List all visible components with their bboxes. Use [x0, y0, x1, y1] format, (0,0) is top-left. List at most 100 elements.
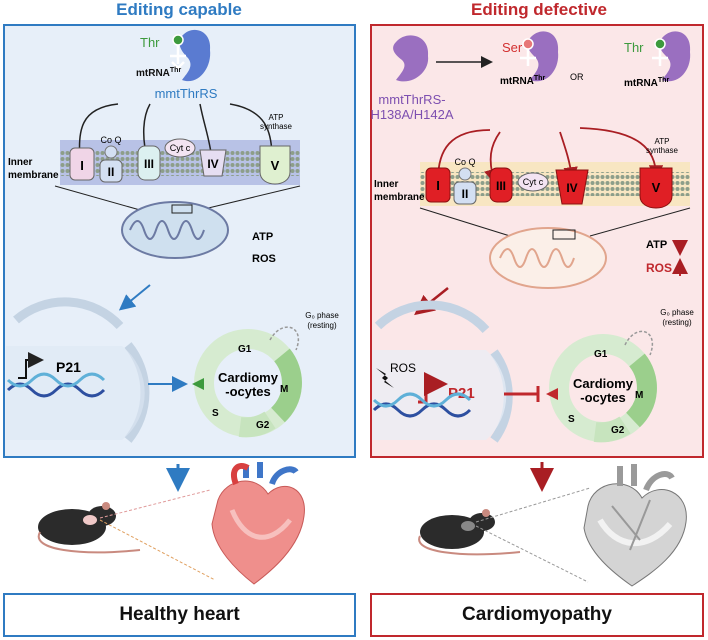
complex-i-label: I	[80, 158, 84, 173]
inner-membrane-label-2: membrane	[8, 170, 59, 181]
svg-text:mtRNAThr: mtRNAThr	[500, 75, 545, 87]
cytc-label-right: Cyt c	[523, 177, 544, 187]
right-ros-label: ROS	[646, 261, 672, 275]
left-g0-resting: (resting)	[307, 321, 337, 330]
mutant-enzyme-label-2: H138A/H142A	[370, 107, 453, 122]
right-atp-label: ATP	[646, 239, 667, 251]
complex-iv-label: IV	[207, 157, 218, 171]
lightning-icon	[376, 368, 394, 388]
right-phase-m: M	[635, 390, 643, 401]
svg-text:mtRNAThr: mtRNAThr	[136, 67, 181, 79]
complex-v-mutant-label: V	[652, 180, 661, 195]
inner-membrane-label-1: Inner	[8, 157, 33, 168]
coq-icon	[104, 145, 118, 159]
right-phase-g2: G2	[611, 425, 625, 436]
inner-membrane-right-2: membrane	[374, 192, 425, 203]
left-p21-label: P21	[56, 359, 81, 375]
complex-v-mutant	[639, 167, 673, 209]
right-nucleus: ROS P21	[372, 300, 540, 443]
header-editing-defective: Editing defective	[470, 0, 608, 19]
svg-text:Cardiomy-ocytes: Cardiomy-ocytes	[218, 370, 279, 399]
right-trna-sup-2: Thr	[658, 77, 670, 84]
thr-label-right: Thr	[624, 40, 644, 55]
complex-ii-mutant-label: II	[462, 187, 469, 201]
atp-synthase-right-2: synthase	[646, 146, 679, 155]
cytc-label: Cyt c	[170, 143, 191, 153]
atp-synthase-label-1: ATP	[269, 113, 284, 122]
ros-stress-label: ROS	[390, 361, 416, 375]
left-cardiomyocytes-1: Cardiomy	[218, 370, 279, 385]
right-cardiomyocytes-2: -ocytes	[580, 390, 626, 405]
complex-iv	[199, 149, 227, 177]
right-trna-label-2: mtRNA	[624, 78, 658, 89]
left-g0-phase: G₀ phase	[305, 311, 339, 320]
svg-text:G₀ phase(resting): G₀ phase(resting)	[660, 308, 694, 327]
complex-v	[259, 145, 291, 185]
complex-iv-mutant	[555, 169, 589, 205]
svg-text:mmtThrRS-H138A/H142A: mmtThrRS-H138A/H142A	[370, 92, 453, 122]
cytc-icon	[164, 138, 196, 158]
right-cardiomyocytes-1: Cardiomy	[573, 376, 634, 391]
right-phase-s: S	[568, 414, 575, 425]
mmtthrrs-mutant-enzyme-shape	[393, 35, 429, 82]
coq-label: Co Q	[100, 135, 121, 145]
right-g0-resting: (resting)	[662, 318, 692, 327]
complex-i-mutant	[425, 167, 451, 203]
left-healthy-heart-icon	[211, 462, 305, 585]
left-ros-label: ROS	[252, 253, 276, 265]
right-enzyme-group: mmtThrRS-H138A/H142A Ser mtRNAThr OR Thr…	[370, 31, 691, 122]
svg-text:Cardiomy-ocytes: Cardiomy-ocytes	[573, 376, 634, 405]
complex-iv-mutant-label: IV	[566, 181, 577, 195]
mmtthrrs-enzyme-shape	[179, 29, 211, 82]
trna-label: mtRNA	[136, 68, 170, 79]
right-g0-phase: G₀ phase	[660, 308, 694, 317]
left-phase-s: S	[212, 408, 219, 419]
right-trna-label-1: mtRNA	[500, 76, 534, 87]
right-diseased-heart-icon	[583, 464, 687, 587]
complex-iii-mutant-label: III	[496, 179, 506, 193]
trna-superscript: Thr	[170, 67, 182, 74]
mutant-enzyme-label-1: mmtThrRS-	[378, 92, 445, 107]
complex-ii-mutant	[453, 181, 477, 205]
cytc-icon-right	[517, 172, 549, 192]
left-atp-label: ATP	[252, 231, 273, 243]
complex-v-label: V	[271, 158, 280, 173]
left-mitochondrion: ATP ROS	[54, 185, 301, 265]
or-label: OR	[570, 72, 584, 82]
thr-amino-acid-dot	[172, 34, 184, 46]
left-phase-m: M	[280, 384, 288, 395]
complex-iii-mutant	[489, 167, 513, 203]
complex-ii-label: II	[108, 165, 115, 179]
outcome-healthy-heart: Healthy heart	[3, 593, 356, 637]
complex-i	[69, 147, 95, 181]
right-phase-g1: G1	[594, 349, 608, 360]
right-cell-cycle: Cardiomy-ocytes G1 M G2 S G₀ phase(resti…	[546, 308, 694, 443]
left-enzyme-group: Thr mtRNAThr mmtThrRS	[136, 29, 218, 101]
right-trna-sup-1: Thr	[534, 75, 546, 82]
left-nucleus: P21	[6, 297, 188, 443]
svg-text:G₀ phase(resting): G₀ phase(resting)	[305, 311, 339, 330]
trna-icon	[170, 45, 186, 70]
right-mitochondrion: ATP ROS	[419, 207, 691, 289]
thr-label: Thr	[140, 35, 160, 50]
thr-amino-acid-dot-right	[654, 38, 666, 50]
left-phase-g1: G1	[238, 344, 252, 355]
coq-label-right: Co Q	[454, 157, 475, 167]
mmtthrrs-label: mmtThrRS	[155, 86, 218, 101]
complex-iii	[137, 145, 161, 181]
inner-membrane-right-1: Inner	[374, 179, 399, 190]
atp-synthase-label-2: synthase	[260, 122, 293, 131]
svg-text:mtRNAThr: mtRNAThr	[624, 77, 669, 89]
left-mouse-icon	[37, 502, 141, 554]
atp-synthase-right-1: ATP	[655, 137, 670, 146]
left-phase-g2: G2	[256, 420, 270, 431]
complex-iii-label: III	[144, 157, 154, 171]
right-mouse-icon	[418, 509, 521, 556]
left-cardiomyocytes-2: -ocytes	[225, 384, 271, 399]
